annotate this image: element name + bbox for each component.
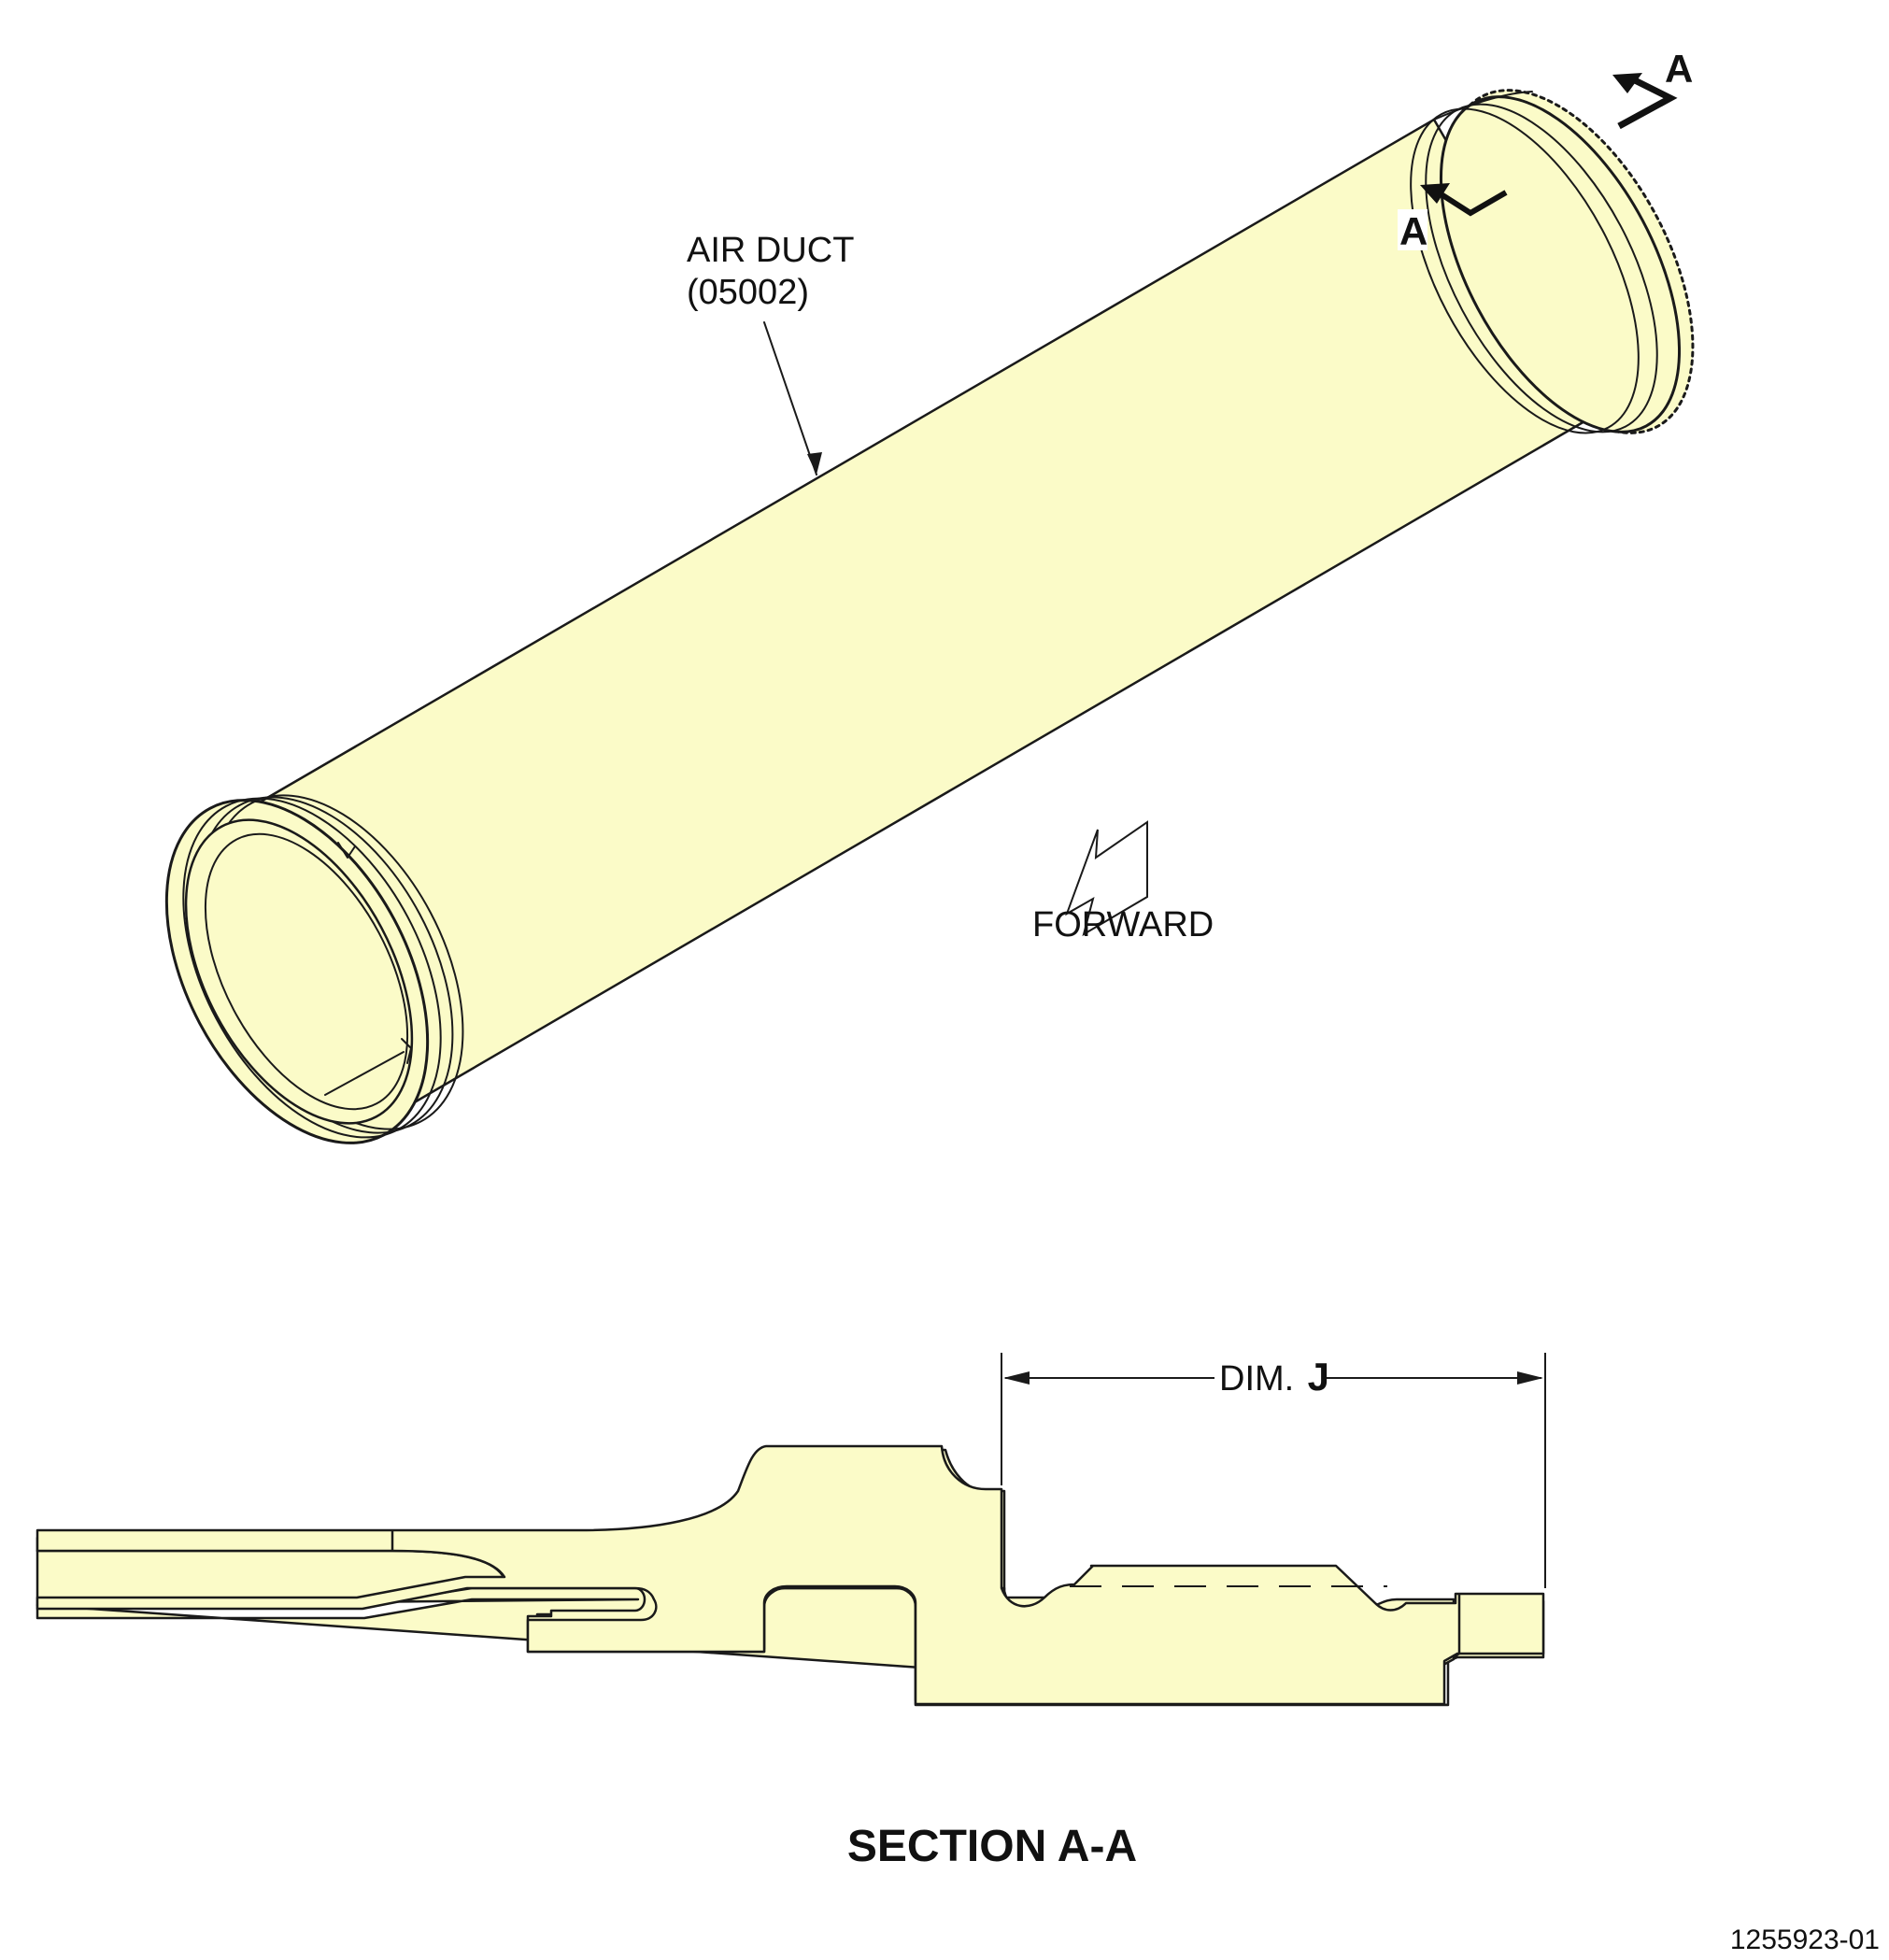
- aft-groove-2: [1410, 107, 1640, 434]
- section-letter-lower: A: [1399, 209, 1427, 253]
- fwd-notch-top: [337, 842, 356, 859]
- forward-label: FORWARD: [1032, 905, 1214, 944]
- dimension-j: [1001, 1353, 1546, 1588]
- duct-body: [243, 118, 1604, 1132]
- section-arrowhead-lower-icon: [1420, 183, 1450, 204]
- air-duct-part-number: (05002): [687, 273, 809, 312]
- section-letter-lower-bg: [1398, 209, 1427, 250]
- forward-indicator: FORWARD: [1032, 820, 1214, 944]
- air-duct-isometric: [164, 89, 1695, 1144]
- dim-arrow-left-icon: [1003, 1371, 1030, 1385]
- section-arrowhead-upper-icon: [1612, 73, 1642, 93]
- dimension-letter: J: [1308, 1355, 1329, 1399]
- fwd-inner-seam: [324, 1051, 405, 1096]
- drawing-number: 1255923-01: [1730, 1924, 1880, 1955]
- dimension-prefix: DIM.: [1219, 1359, 1294, 1399]
- aft-rim-edge: [1433, 91, 1533, 121]
- air-duct-leader-arrow: [807, 452, 822, 475]
- section-cut-marker-upper: A: [1612, 47, 1693, 130]
- section-arrow-lower-icon: [1435, 189, 1508, 217]
- section-cut-marker-lower: A: [1398, 183, 1508, 253]
- profile-outline: [36, 1444, 1545, 1706]
- dimension-label: DIM. J: [1219, 1355, 1329, 1399]
- section-profile: [36, 1444, 1545, 1707]
- air-duct-leader-line: [763, 321, 817, 476]
- aft-outer-ring: [1439, 95, 1682, 433]
- section-arrow-upper-icon: [1617, 76, 1678, 130]
- section-letter-upper: A: [1665, 47, 1693, 91]
- air-duct-label: AIR DUCT: [687, 231, 854, 270]
- duct-forward-end: [164, 794, 464, 1144]
- forward-arrow-icon: [1065, 820, 1148, 937]
- section-title: SECTION A-A: [847, 1822, 1137, 1871]
- duct-aft-end: [1410, 89, 1695, 434]
- dim-arrow-right-icon: [1517, 1371, 1543, 1385]
- fwd-inner-lip: [204, 832, 409, 1111]
- fwd-notch-bottom: [401, 1038, 412, 1064]
